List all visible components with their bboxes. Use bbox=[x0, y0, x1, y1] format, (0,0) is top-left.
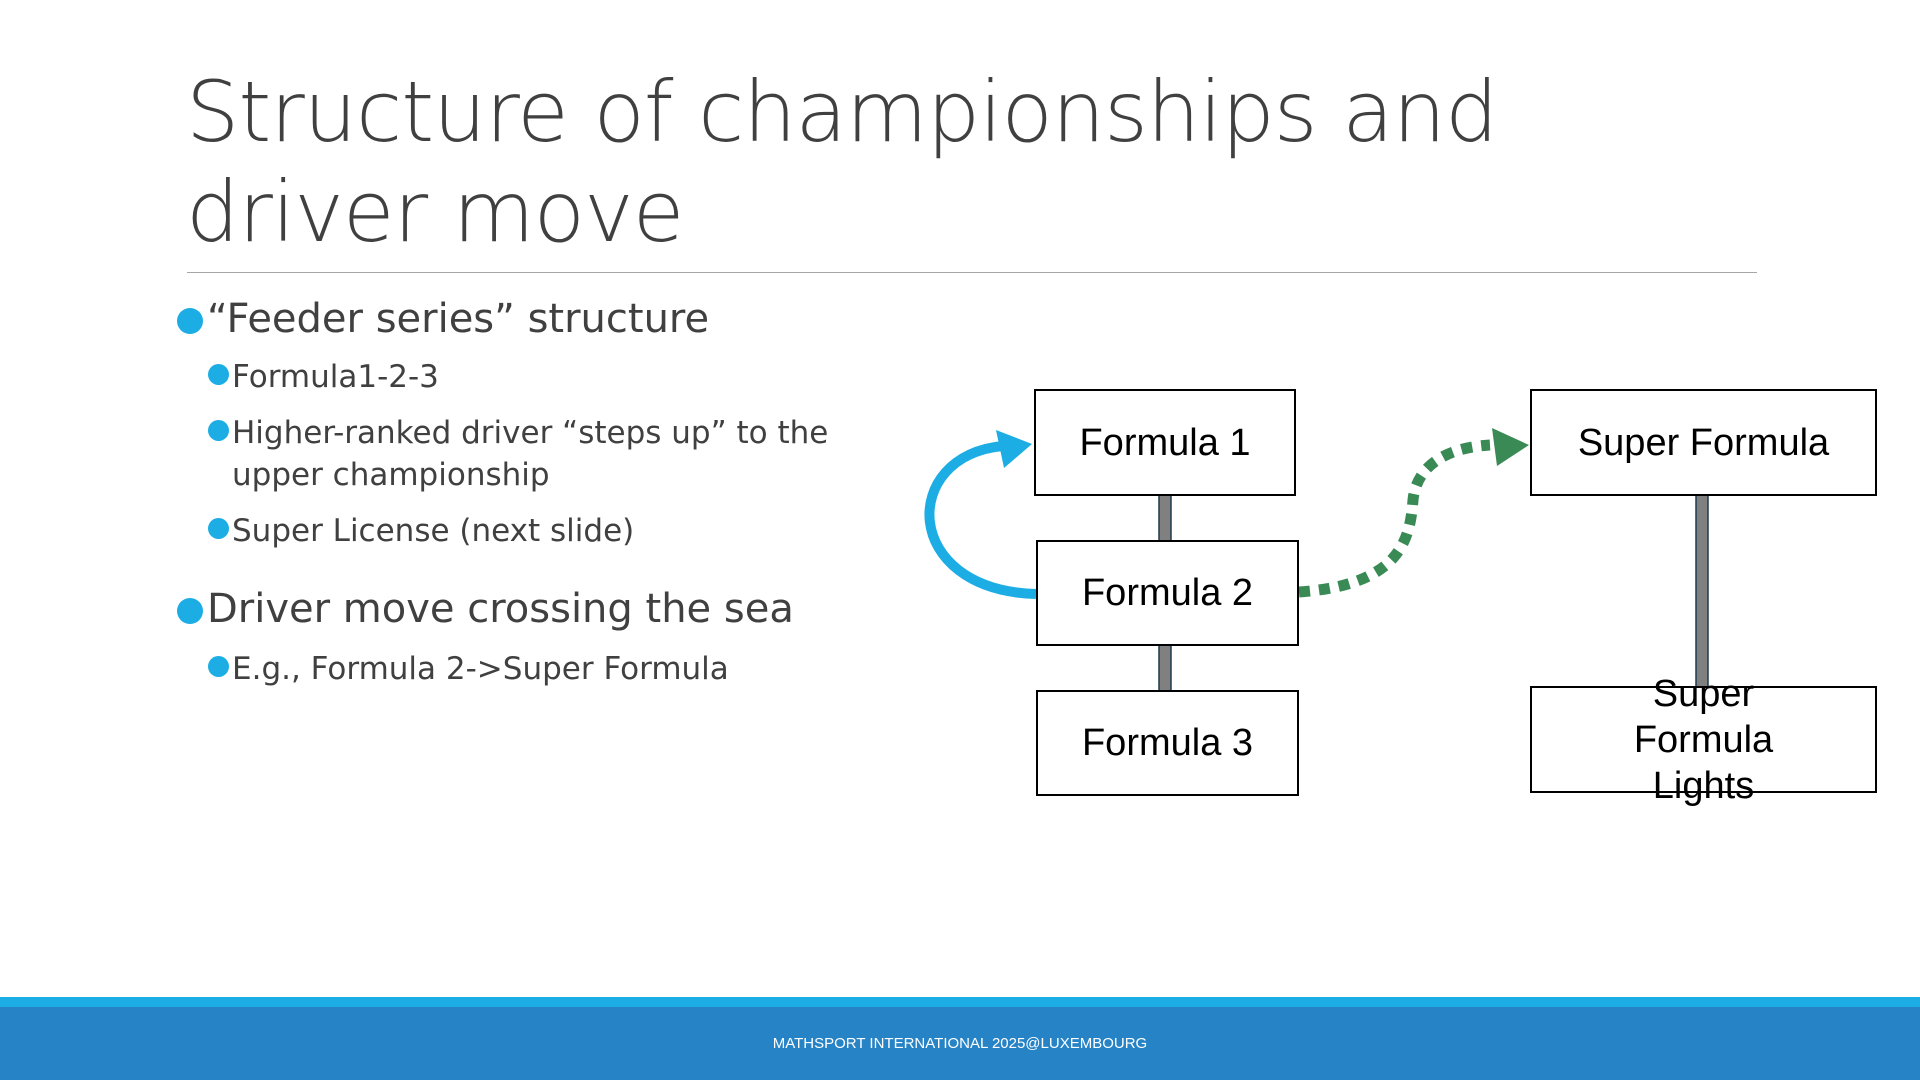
bullet-text: Formula1-2-3 bbox=[232, 359, 439, 395]
cross-sea-move-arrow bbox=[1298, 439, 1491, 598]
bullet-text: Driver move crossing the sea bbox=[207, 586, 794, 632]
bullet-text: E.g., Formula 2->Super Formula bbox=[232, 651, 729, 687]
bullet-dot-icon bbox=[208, 518, 229, 539]
arrow-head-icon bbox=[1492, 428, 1529, 466]
box-super-formula-lights: Super Formula Lights bbox=[1530, 673, 1877, 807]
arrow-head-icon bbox=[996, 430, 1032, 468]
connector-sf-sfl bbox=[1695, 493, 1709, 688]
bullet-dot-icon bbox=[208, 420, 229, 441]
bullet-dot-icon bbox=[177, 308, 203, 334]
step-up-arrow bbox=[924, 441, 1037, 599]
bullet: Driver move crossing the sea bbox=[177, 586, 794, 632]
bullet: “Feeder series” structure bbox=[177, 296, 709, 342]
bullet-text: Super License (next slide) bbox=[232, 513, 635, 549]
sub-bullet: E.g., Formula 2->Super Formula bbox=[208, 648, 729, 690]
sub-bullet: Higher-ranked driver “steps up” to the u… bbox=[208, 412, 868, 496]
box-super-formula: Super Formula bbox=[1530, 389, 1877, 496]
footer-text: MATHSPORT INTERNATIONAL 2025@LUXEMBOURG bbox=[772, 1035, 1148, 1052]
bullet-text: “Feeder series” structure bbox=[207, 296, 710, 342]
sub-bullet: Formula1-2-3 bbox=[208, 356, 439, 398]
connector-f2-f3 bbox=[1158, 643, 1172, 693]
title-divider bbox=[187, 272, 1757, 273]
footer: MATHSPORT INTERNATIONAL 2025@LUXEMBOURG bbox=[0, 1007, 1920, 1080]
slide-title: Structure of championships and driver mo… bbox=[186, 63, 1498, 261]
box-formula-2: Formula 2 bbox=[1036, 540, 1299, 646]
box-formula-1: Formula 1 bbox=[1034, 389, 1296, 496]
bullet-dot-icon bbox=[208, 656, 229, 677]
footer-stripe bbox=[0, 997, 1920, 1007]
bullet-text: Higher-ranked driver “steps up” to the u… bbox=[232, 415, 829, 493]
bullet-dot-icon bbox=[208, 364, 229, 385]
bullet-dot-icon bbox=[177, 598, 203, 624]
sub-bullet: Super License (next slide) bbox=[208, 510, 634, 552]
box-formula-3: Formula 3 bbox=[1036, 690, 1299, 796]
connector-f1-f2 bbox=[1158, 493, 1172, 543]
